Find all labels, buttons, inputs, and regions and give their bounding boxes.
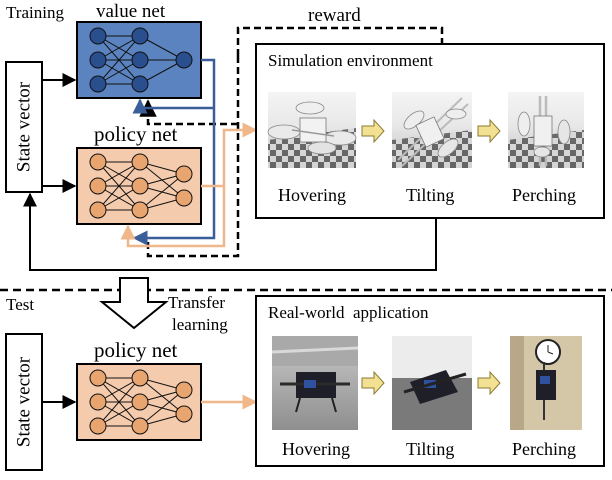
drone-real-perching-image bbox=[510, 336, 582, 430]
real-world-application-title: Real-world application bbox=[268, 303, 429, 322]
blue-line-value-loop bbox=[132, 98, 214, 114]
training-section-label: Training bbox=[6, 3, 64, 22]
real-stage-hovering: Hovering bbox=[282, 439, 350, 459]
drone-sim-tilting-image bbox=[392, 92, 472, 168]
transfer-label-line1: Transfer bbox=[168, 293, 225, 312]
feedback-loop-line bbox=[23, 192, 437, 271]
transfer-learning-arrow bbox=[99, 277, 169, 330]
real-stage-tilting: Tilting bbox=[406, 439, 455, 459]
value-net-graph bbox=[89, 27, 193, 93]
sim-stage-tilting: Tilting bbox=[406, 185, 455, 205]
sim-stage-hovering: Hovering bbox=[278, 185, 346, 205]
state-vector-label-training: State vector bbox=[13, 81, 35, 173]
reward-label: reward bbox=[308, 5, 361, 26]
yellow-arrow-sim-2 bbox=[477, 118, 501, 144]
test-section-label: Test bbox=[6, 295, 35, 314]
simulation-environment-title: Simulation environment bbox=[268, 51, 433, 70]
blue-line-value-out bbox=[132, 58, 216, 246]
drone-real-tilting-image bbox=[392, 336, 472, 430]
state-vector-box-training bbox=[5, 61, 43, 193]
reward-dashed-path bbox=[236, 26, 444, 56]
policy-net-graph-training bbox=[89, 153, 193, 219]
yellow-arrow-real-1 bbox=[361, 370, 385, 396]
yellow-arrow-real-2 bbox=[477, 370, 501, 396]
yellow-arrow-sim-1 bbox=[361, 118, 385, 144]
orange-line-policy-loop bbox=[120, 186, 226, 248]
policy-net-label-test: policy net bbox=[94, 338, 178, 362]
drone-sim-hovering-image bbox=[267, 92, 357, 168]
state-vector-box-test bbox=[5, 333, 43, 471]
value-net-label: value net bbox=[96, 1, 166, 22]
sim-stage-perching: Perching bbox=[512, 185, 576, 205]
state-vector-label-test: State vector bbox=[13, 356, 35, 448]
drone-real-hovering-image bbox=[271, 336, 359, 430]
transfer-label-line2: learning bbox=[172, 315, 228, 334]
orange-line-policy-to-env bbox=[201, 122, 258, 188]
policy-net-label-training: policy net bbox=[94, 122, 178, 146]
real-stage-perching: Perching bbox=[512, 439, 576, 459]
drone-sim-perching-image bbox=[508, 92, 584, 168]
reward-dashed-to-value bbox=[139, 99, 238, 126]
policy-net-graph-test bbox=[89, 369, 193, 435]
